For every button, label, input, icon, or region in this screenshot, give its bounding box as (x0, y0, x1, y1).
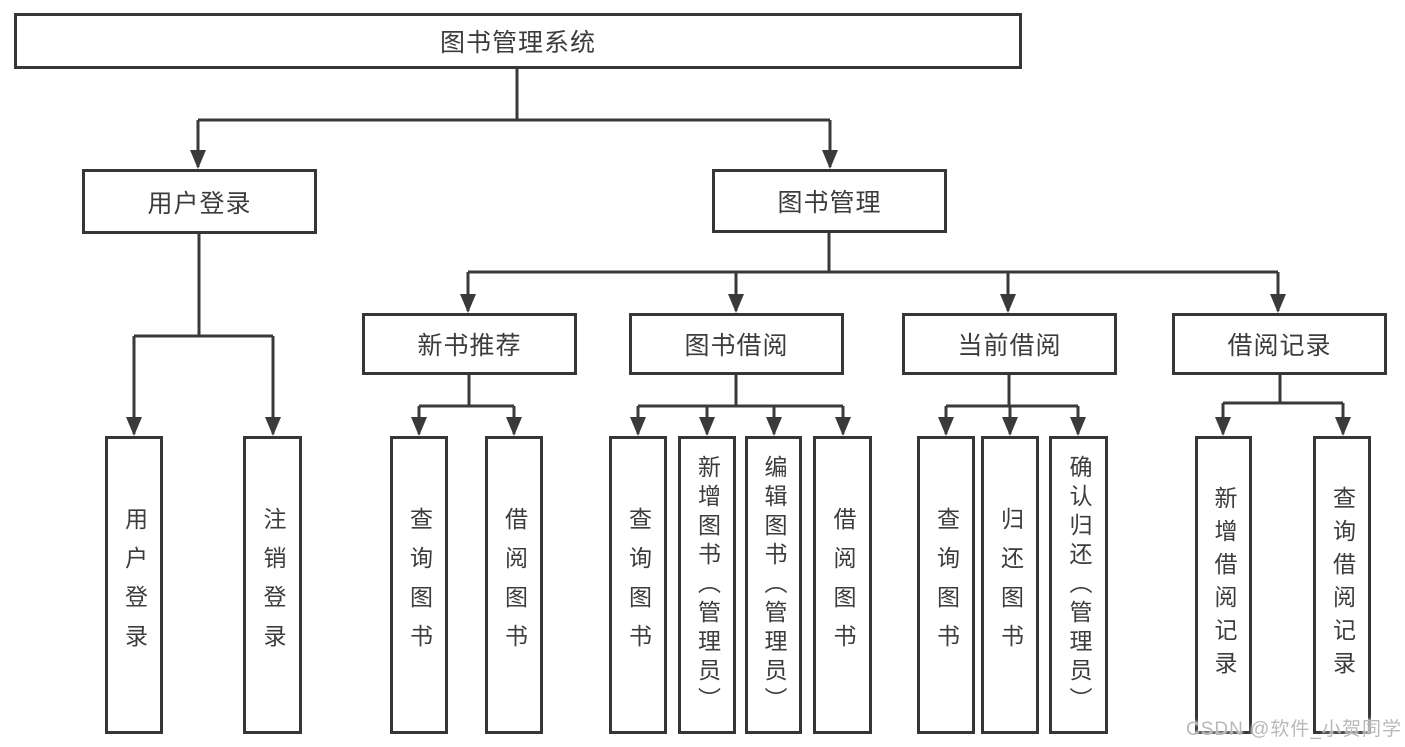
node-root: 图书管理系统 (14, 13, 1022, 69)
leaf-bb-add-books-admin: 新增图书（管理员） (678, 436, 736, 734)
leaf-bb-borrow-books: 借阅图书 (813, 436, 872, 734)
node-book-borrow: 图书借阅 (629, 313, 844, 375)
leaf-cb-confirm-return-admin: 确认归还（管理员） (1049, 436, 1108, 734)
arrowheads (126, 150, 1351, 436)
leaf-br-add-record: 新增借阅记录 (1195, 436, 1252, 734)
node-current-borrow: 当前借阅 (902, 313, 1117, 375)
leaf-nb-query-books: 查询图书 (390, 436, 448, 734)
leaf-cb-return-books: 归还图书 (981, 436, 1039, 734)
csdn-watermark: CSDN @软件_小贺同学 (1186, 719, 1402, 740)
node-user-login: 用户登录 (82, 169, 317, 234)
leaf-cb-query-books: 查询图书 (917, 436, 975, 734)
leaf-bb-query-books: 查询图书 (609, 436, 667, 734)
leaf-bb-edit-books-admin: 编辑图书（管理员） (745, 436, 802, 734)
node-borrow-records: 借阅记录 (1172, 313, 1387, 375)
node-new-book-recommend: 新书推荐 (362, 313, 577, 375)
node-book-management: 图书管理 (712, 169, 947, 233)
leaf-br-query-record: 查询借阅记录 (1313, 436, 1371, 734)
leaf-user-login: 用户登录 (105, 436, 163, 734)
leaf-logout: 注销登录 (243, 436, 302, 734)
leaf-nb-borrow-books: 借阅图书 (485, 436, 543, 734)
